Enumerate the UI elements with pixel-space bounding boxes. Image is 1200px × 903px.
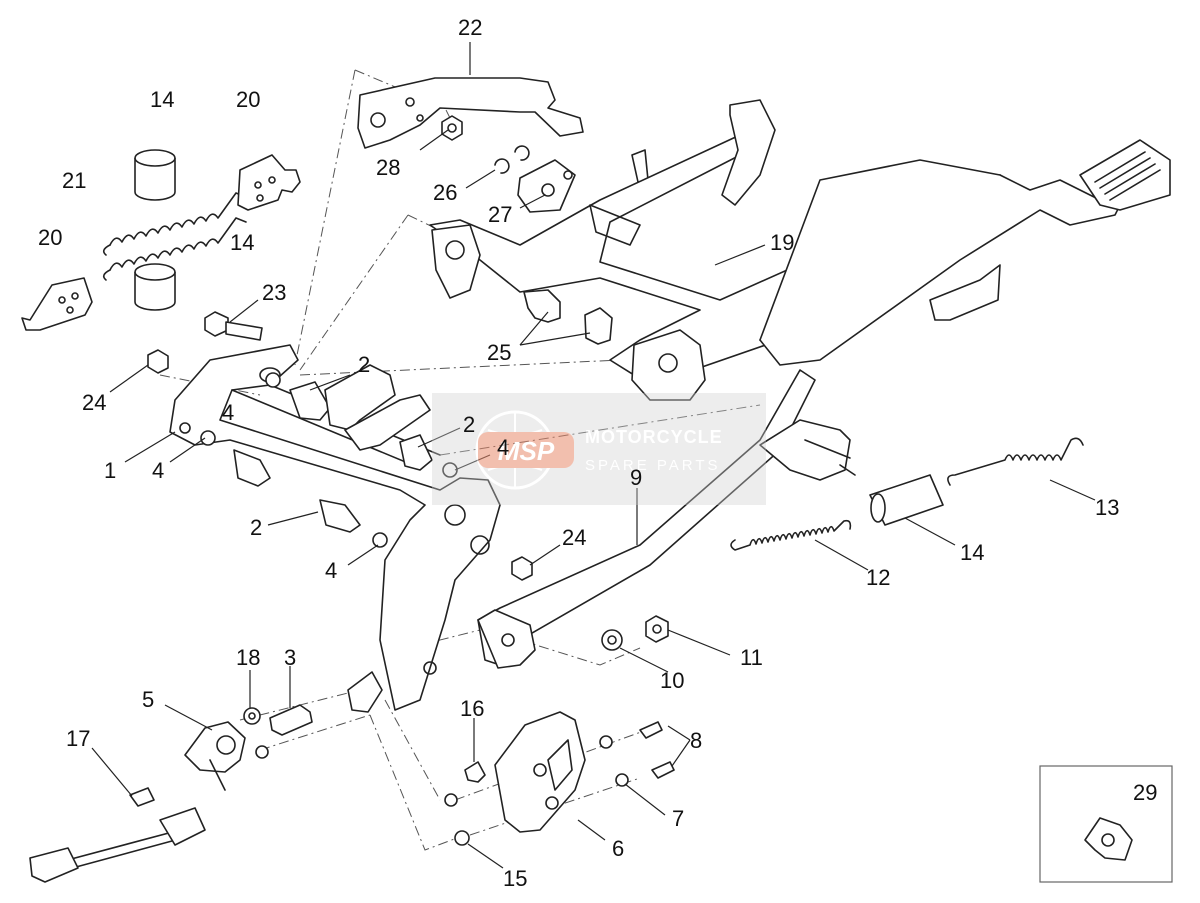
part-10-washer (601, 629, 623, 651)
callout-24: 24 (562, 525, 586, 550)
part-12-spring (730, 519, 852, 551)
callout-21: 21 (62, 168, 86, 193)
part-5-switch (184, 721, 246, 773)
part-14-sleeve-top (134, 149, 176, 201)
callout-28: 28 (376, 155, 400, 180)
wiring-harness (29, 759, 226, 883)
callout-8: 8 (690, 728, 702, 753)
callout-22: 22 (458, 15, 482, 40)
callout-25: 25 (487, 340, 511, 365)
part-22-bracket (357, 77, 584, 149)
callout-19: 19 (770, 230, 794, 255)
part-6-guard (494, 711, 586, 833)
bracket-plates (324, 364, 431, 451)
part-8-bolts (599, 721, 675, 787)
callout-4: 4 (152, 458, 164, 483)
callout-2: 2 (358, 352, 370, 377)
part-9-side-stand (477, 369, 856, 669)
callout-1: 1 (104, 458, 116, 483)
callout-14: 14 (150, 87, 174, 112)
callout-5: 5 (142, 687, 154, 712)
callout-2: 2 (463, 412, 475, 437)
part-19-center-stand (429, 99, 1171, 401)
callout-15: 15 (503, 866, 527, 891)
callout-20: 20 (236, 87, 260, 112)
callout-16: 16 (460, 696, 484, 721)
part-17-screw (129, 787, 155, 807)
callout-13: 13 (1095, 495, 1119, 520)
callout-12: 12 (866, 565, 890, 590)
part-27-spacer (517, 159, 576, 213)
part-21-springs (102, 192, 247, 281)
small-washers (255, 671, 383, 759)
small-washer-near-guard (444, 793, 458, 807)
part-28-nut (441, 115, 463, 141)
part-14-sleeve-right (869, 474, 944, 526)
part-26-clips (494, 145, 530, 174)
callout-17: 17 (66, 726, 90, 751)
part-14-sleeve-lower (134, 263, 176, 311)
callout-10: 10 (660, 668, 684, 693)
callout-20: 20 (38, 225, 62, 250)
callout-23: 23 (262, 280, 286, 305)
callout-3: 3 (284, 645, 296, 670)
part-3-pin (269, 704, 313, 736)
part-11-nut (645, 615, 669, 643)
part-25-bolts (523, 289, 613, 345)
callout-labels: 22 14 20 21 20 14 28 26 27 19 23 25 24 2… (38, 15, 1157, 891)
callout-6: 6 (612, 836, 624, 861)
callout-18: 18 (236, 645, 260, 670)
part-2-bolts (233, 381, 433, 533)
part-20-hook-left (21, 277, 93, 331)
part-23-bolt (204, 311, 263, 341)
watermark-logo-text: MSP (498, 436, 555, 466)
part-4-washers (200, 372, 458, 548)
watermark-line1: MOTORCYCLE (585, 427, 723, 447)
callout-2: 2 (250, 515, 262, 540)
part-13-spring (947, 437, 1084, 486)
callout-7: 7 (672, 806, 684, 831)
callout-26: 26 (433, 180, 457, 205)
callout-4: 4 (325, 558, 337, 583)
callout-14: 14 (960, 540, 984, 565)
callout-29: 29 (1133, 780, 1157, 805)
callout-9: 9 (630, 465, 642, 490)
part-18-nut (243, 707, 261, 725)
part-15-nut (454, 830, 470, 846)
watermark-line2: SPARE PARTS (585, 457, 721, 474)
part-16-clip (464, 761, 486, 783)
pin-top (631, 149, 649, 183)
part-29-inset-box (1039, 765, 1173, 883)
callout-14: 14 (230, 230, 254, 255)
part-24-nuts (147, 349, 533, 581)
callout-24: 24 (82, 390, 106, 415)
callout-4: 4 (222, 400, 234, 425)
callout-11: 11 (740, 645, 763, 670)
watermark: MSP MOTORCYCLE SPARE PARTS (432, 393, 766, 505)
callout-4: 4 (497, 435, 509, 460)
part-20-hook-top (237, 154, 301, 211)
callout-27: 27 (488, 202, 512, 227)
